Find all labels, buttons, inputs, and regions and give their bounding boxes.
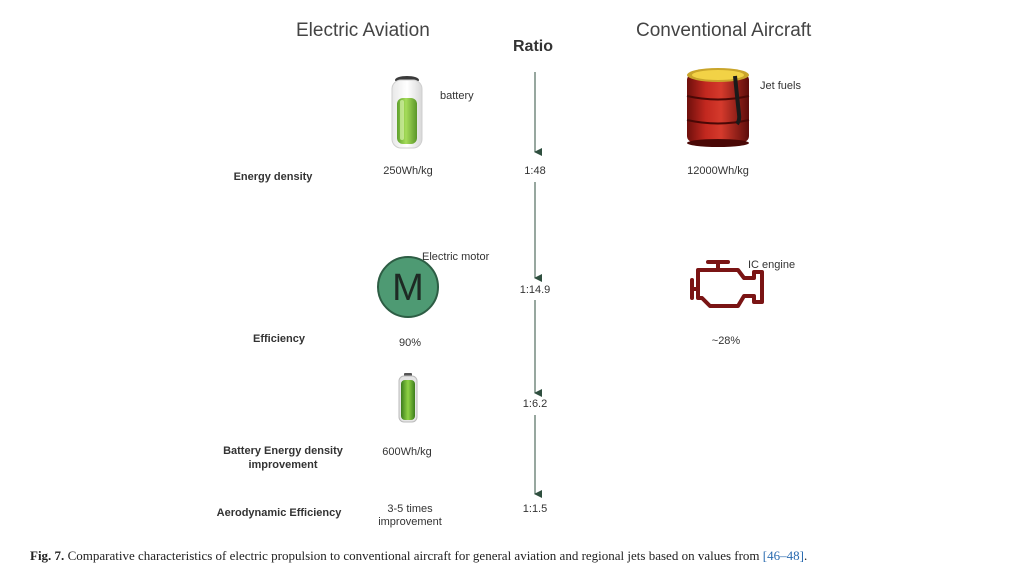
caption-text: Comparative characteristics of electric … <box>67 548 760 563</box>
aero-efficiency-label: Aerodynamic Efficiency <box>216 507 342 519</box>
figure-caption: Fig. 7. Comparative characteristics of e… <box>30 548 1000 564</box>
oil-barrel-icon <box>686 68 750 147</box>
small-battery-icon <box>398 373 418 423</box>
battery-label: battery <box>440 90 474 102</box>
ic-engine-label: IC engine <box>748 259 796 271</box>
battery-improvement-ratio: 1:6.2 <box>522 398 548 410</box>
battery-improvement-label: Battery Energy density improvement <box>208 444 358 472</box>
caption-reference-link[interactable]: [46–48] <box>762 548 804 563</box>
energy-density-ratio: 1:48 <box>524 165 546 177</box>
energy-density-electric-value: 250Wh/kg <box>383 165 433 177</box>
electric-motor-icon: M <box>377 256 439 318</box>
electric-aviation-header: Electric Aviation <box>296 20 430 41</box>
motor-letter: M <box>392 267 424 309</box>
energy-density-conventional-value: 12000Wh/kg <box>687 165 749 177</box>
caption-end: . <box>803 548 808 563</box>
battery-improvement-label-line2: improvement <box>248 459 318 471</box>
aero-efficiency-electric-value: 3-5 times improvement <box>366 503 454 529</box>
jet-fuels-label: Jet fuels <box>760 80 801 92</box>
ratio-header: Ratio <box>513 38 553 55</box>
battery-improvement-label-line1: Battery Energy density <box>223 445 343 457</box>
efficiency-label: Efficiency <box>253 333 305 345</box>
figure-number: Fig. 7. <box>30 548 65 563</box>
aero-efficiency-electric-line1: 3-5 times <box>387 503 433 515</box>
conventional-aircraft-header: Conventional Aircraft <box>636 20 812 41</box>
efficiency-electric-value: 90% <box>398 337 422 349</box>
electric-motor-label: Electric motor <box>422 251 490 263</box>
efficiency-ratio: 1:14.9 <box>519 284 551 296</box>
aero-efficiency-electric-line2: improvement <box>378 516 442 528</box>
aero-efficiency-ratio: 1:1.5 <box>522 503 548 515</box>
battery-improvement-electric-value: 600Wh/kg <box>382 446 432 458</box>
ratio-arrows <box>534 72 542 498</box>
battery-icon <box>391 76 423 149</box>
efficiency-conventional-value: ~28% <box>711 335 741 347</box>
ic-engine-icon <box>690 260 764 308</box>
energy-density-label: Energy density <box>233 171 313 183</box>
